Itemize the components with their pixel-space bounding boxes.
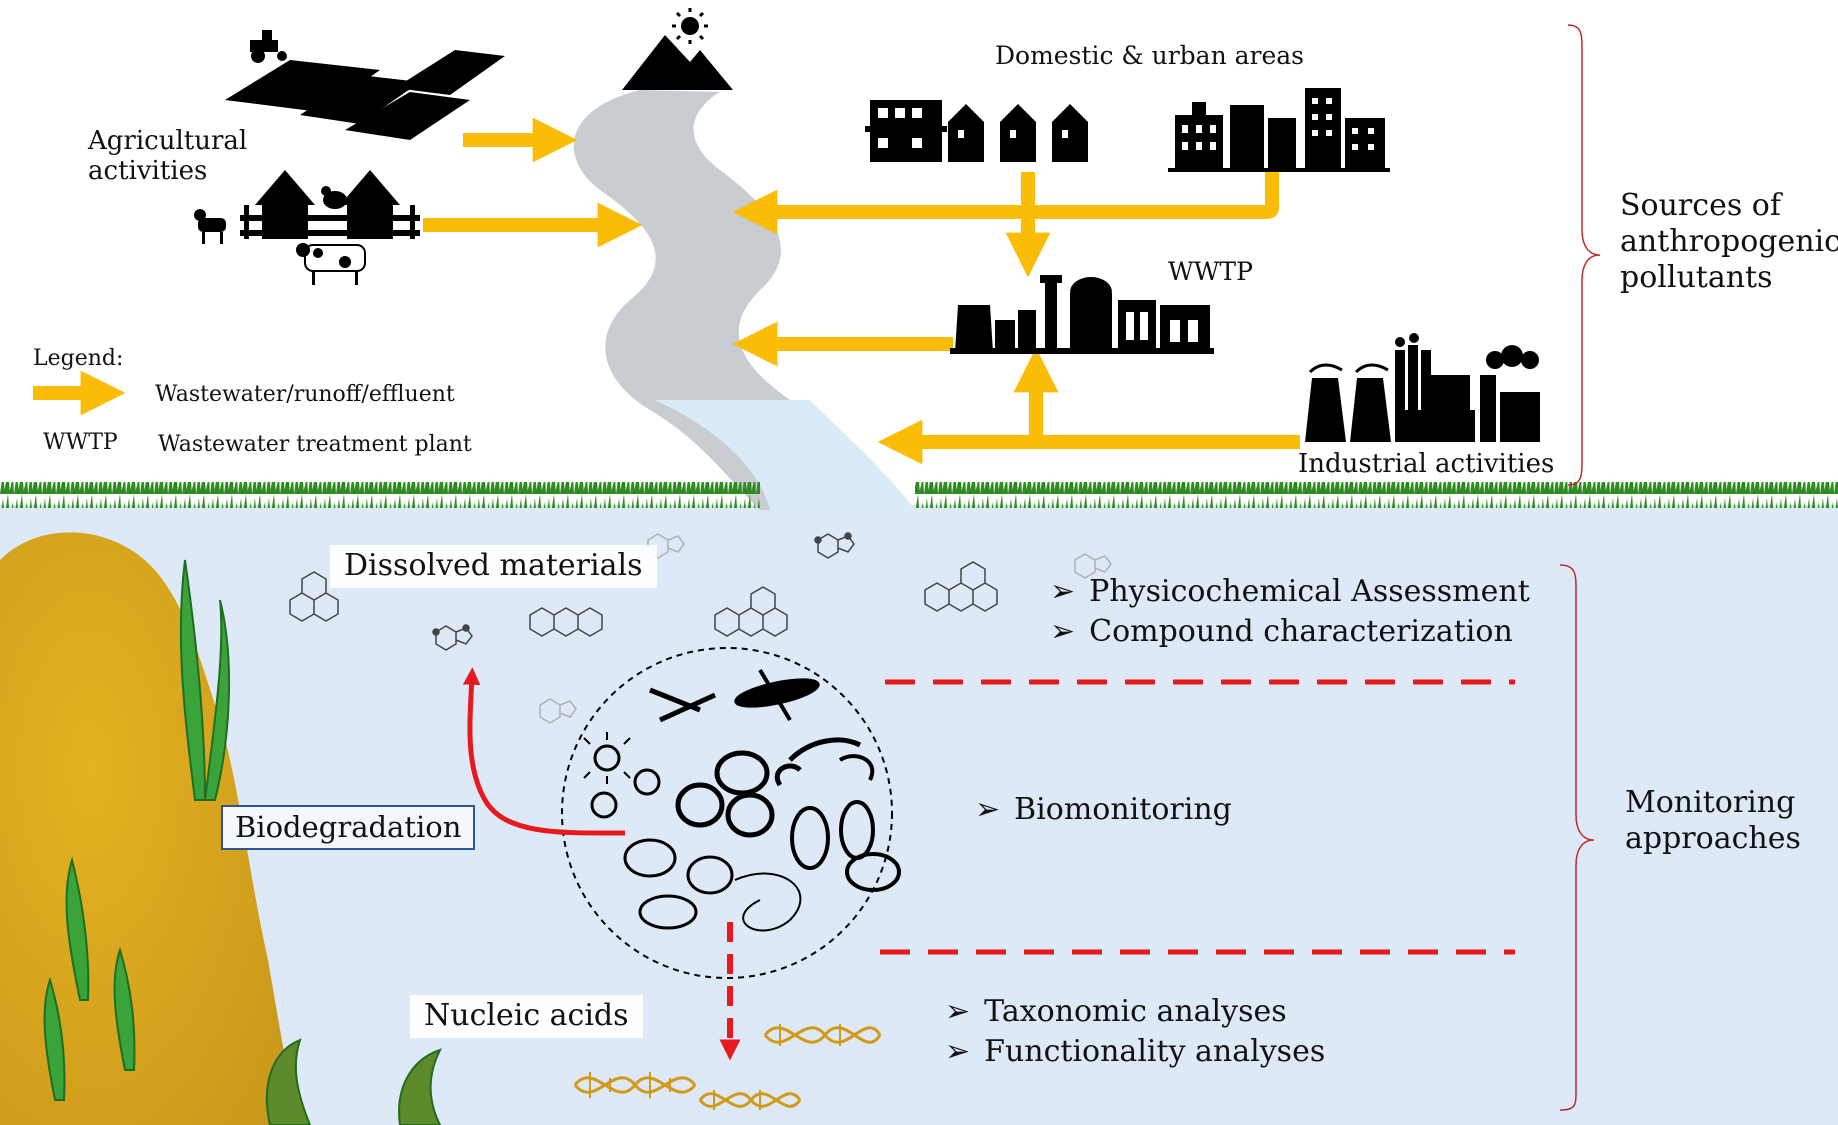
molecule-purine-faint-3	[1074, 553, 1112, 579]
legend-abbr-label: Wastewater treatment plant	[158, 432, 472, 457]
dna-helix-3	[763, 1024, 882, 1046]
molecule-purine-1	[432, 624, 473, 651]
approach-physicochemical: ➢ Physicochemical Assessment	[1050, 574, 1530, 610]
molecule-purine-faint-2	[539, 698, 577, 724]
legend-abbr: WWTP	[43, 430, 118, 455]
microbial-community	[561, 647, 893, 979]
bullet-icon: ➢	[1050, 614, 1076, 649]
sources-label: Sources of anthropogenic pollutants	[1620, 188, 1838, 295]
city-icon	[1168, 88, 1390, 172]
wwtp-icon	[950, 275, 1214, 354]
bullet-icon: ➢	[945, 994, 971, 1029]
approach-taxonomic-text: Taxonomic analyses	[984, 994, 1287, 1029]
dissolved-materials-label: Dissolved materials	[330, 545, 657, 588]
cow-icon	[296, 243, 366, 285]
bullet-icon: ➢	[975, 792, 1001, 827]
molecule-purine-2	[814, 532, 855, 559]
approach-physicochemical-text: Physicochemical Assessment	[1089, 574, 1530, 609]
molecule-pyrene-2	[529, 607, 603, 637]
nucleic-acids-label: Nucleic acids	[410, 995, 643, 1038]
biodegradation-arrow	[462, 667, 626, 836]
agricultural-label: Agricultural activities	[88, 126, 248, 186]
molecules	[289, 532, 1112, 724]
molecule-pyrene-4	[924, 561, 998, 612]
flow-arrows	[33, 117, 1300, 465]
bullet-icon: ➢	[1050, 574, 1076, 609]
biodegradation-label: Biodegradation	[221, 805, 476, 851]
approach-biomonitoring: ➢ Biomonitoring	[975, 792, 1232, 828]
industrial-label: Industrial activities	[1298, 449, 1555, 479]
factory-icon	[1305, 333, 1540, 442]
sources-brace	[1567, 24, 1601, 486]
dna-helix-2	[698, 1090, 802, 1110]
approach-biomonitoring-text: Biomonitoring	[1014, 792, 1232, 827]
bullet-icon: ➢	[945, 1034, 971, 1069]
domestic-label: Domestic & urban areas	[995, 41, 1305, 70]
dna-helix-1	[573, 1072, 697, 1098]
legend-title: Legend:	[33, 346, 124, 371]
farm-icon	[240, 170, 420, 239]
approach-functionality-text: Functionality analyses	[984, 1034, 1326, 1069]
goat-icon	[194, 209, 226, 244]
hen-icon	[321, 186, 347, 209]
river-mouth	[655, 400, 915, 510]
monitoring-label: Monitoring approaches	[1625, 785, 1801, 856]
microbes	[583, 668, 901, 932]
legend-arrow-label: Wastewater/runoff/effluent	[155, 382, 455, 407]
tractor-icon	[250, 30, 287, 63]
grass-left	[0, 482, 760, 508]
river	[573, 90, 915, 510]
wwtp-site-label: WWTP	[1168, 257, 1253, 286]
sun-icon	[672, 8, 708, 44]
approach-taxonomic: ➢ Taxonomic analyses	[945, 994, 1287, 1030]
grass-right	[915, 482, 1838, 508]
dna-strands	[573, 1024, 882, 1110]
houses-icon	[865, 100, 1088, 162]
approach-compound-text: Compound characterization	[1089, 614, 1513, 649]
approach-functionality: ➢ Functionality analyses	[945, 1034, 1326, 1070]
molecule-pyrene-1	[289, 571, 339, 622]
monitoring-brace	[1559, 564, 1595, 1111]
molecule-pyrene-3	[714, 586, 788, 637]
farmland-icon	[225, 50, 505, 140]
mountain-icon	[622, 35, 733, 90]
sea-plants	[43, 559, 442, 1125]
approach-compound: ➢ Compound characterization	[1050, 614, 1513, 650]
